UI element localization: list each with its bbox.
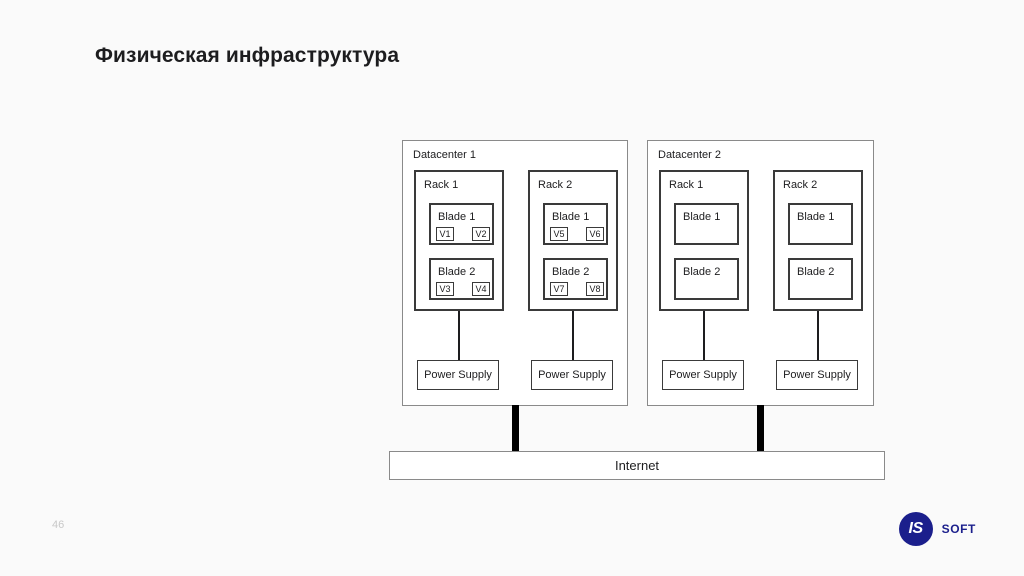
internet-box: Internet — [389, 451, 885, 480]
blade-label: Blade 2 — [438, 266, 476, 278]
datacenter-2-rack-2-blade-1: Blade 1 — [788, 203, 853, 245]
datacenter-2-rack-1-label: Rack 1 — [669, 179, 704, 191]
datacenter-1-rack-1: Rack 1 Blade 1 V1 V2 Blade 2 V3 V4 — [414, 170, 504, 311]
datacenter-2-rack-1-blade-2: Blade 2 — [674, 258, 739, 300]
datacenter-1-rack-2-blade-2: Blade 2 V7 V8 — [543, 258, 608, 300]
vm-box: V7 — [550, 282, 568, 296]
vm-box: V4 — [472, 282, 490, 296]
page-number: 46 — [52, 519, 65, 531]
datacenter-2-label: Datacenter 2 — [658, 149, 721, 161]
vm-box: V3 — [436, 282, 454, 296]
vm-box: V1 — [436, 227, 454, 241]
blade-label: Blade 1 — [552, 211, 590, 223]
blade-label: Blade 2 — [552, 266, 590, 278]
datacenter-2-rack-2: Rack 2 Blade 1 Blade 2 — [773, 170, 863, 311]
datacenter-1-rack-2-blade-1: Blade 1 V5 V6 — [543, 203, 608, 245]
blade-label: Blade 1 — [797, 211, 835, 223]
datacenter-1-rack-1-power-supply: Power Supply — [417, 360, 499, 390]
blade-label: Blade 1 — [683, 211, 721, 223]
vm-box: V2 — [472, 227, 490, 241]
datacenter-2-rack-1-blade-1: Blade 1 — [674, 203, 739, 245]
is-logo-icon: IS — [898, 512, 933, 546]
datacenter-1-label: Datacenter 1 — [413, 149, 476, 161]
datacenter-2-rack-2-blade-2: Blade 2 — [788, 258, 853, 300]
blade-label: Blade 1 — [438, 211, 476, 223]
datacenter-2-rack-1-power-supply: Power Supply — [662, 360, 744, 390]
datacenter-2-internet-uplink — [757, 405, 764, 453]
brand-logo: IS SOFT — [898, 512, 976, 546]
datacenter-1-internet-uplink — [512, 405, 519, 453]
rack-power-link — [458, 311, 460, 361]
datacenter-1-rack-2-label: Rack 2 — [538, 179, 573, 191]
datacenter-2: Datacenter 2 Rack 1 Blade 1 Blade 2 Rack… — [647, 140, 874, 406]
rack-power-link — [703, 311, 705, 361]
datacenter-1: Datacenter 1 Rack 1 Blade 1 V1 V2 Blade … — [402, 140, 628, 406]
blade-label: Blade 2 — [683, 266, 721, 278]
datacenter-1-rack-2-power-supply: Power Supply — [531, 360, 613, 390]
datacenter-2-rack-2-label: Rack 2 — [783, 179, 818, 191]
page-title: Физическая инфраструктура — [95, 44, 400, 67]
brand-mark-text: IS — [908, 520, 924, 537]
vm-box: V8 — [586, 282, 604, 296]
brand-wordmark: SOFT — [941, 522, 976, 536]
rack-power-link — [572, 311, 574, 361]
datacenter-1-rack-1-blade-2: Blade 2 V3 V4 — [429, 258, 494, 300]
rack-power-link — [817, 311, 819, 361]
datacenter-1-rack-2: Rack 2 Blade 1 V5 V6 Blade 2 V7 V8 — [528, 170, 618, 311]
datacenter-2-rack-1: Rack 1 Blade 1 Blade 2 — [659, 170, 749, 311]
datacenter-1-rack-1-label: Rack 1 — [424, 179, 459, 191]
datacenter-2-rack-2-power-supply: Power Supply — [776, 360, 858, 390]
datacenter-1-rack-1-blade-1: Blade 1 V1 V2 — [429, 203, 494, 245]
vm-box: V6 — [586, 227, 604, 241]
vm-box: V5 — [550, 227, 568, 241]
blade-label: Blade 2 — [797, 266, 835, 278]
